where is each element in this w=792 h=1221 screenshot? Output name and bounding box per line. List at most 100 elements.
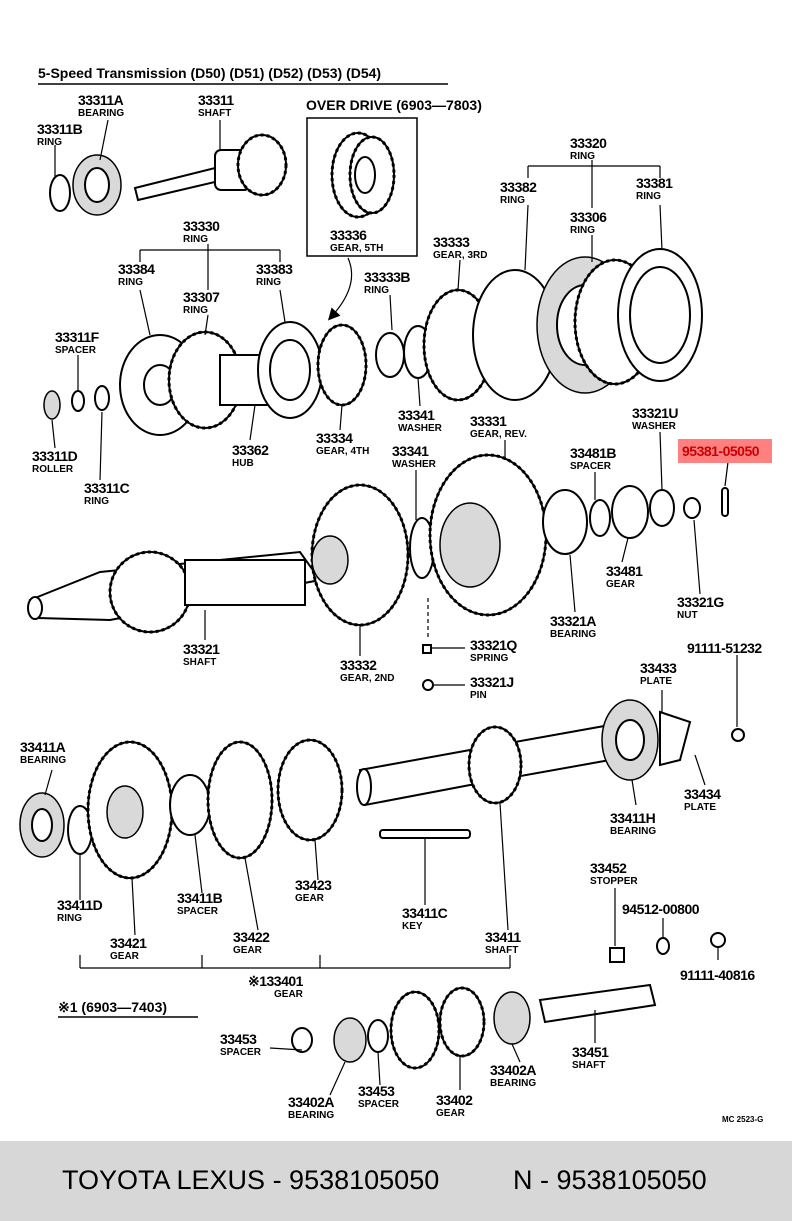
part-name: GEAR, REV. <box>470 429 527 440</box>
part-name: GEAR <box>606 579 636 590</box>
part-name: RING <box>570 225 595 236</box>
part-number: 33321 <box>183 641 220 657</box>
part-name: WASHER <box>632 421 677 432</box>
part-number: 33332 <box>340 657 377 673</box>
part-name: BEARING <box>288 1110 334 1121</box>
part-number: 33336 <box>330 227 367 243</box>
footer-bar: TOYOTA LEXUS - 9538105050 N - 9538105050 <box>0 1141 792 1221</box>
part-name: KEY <box>402 921 423 932</box>
part-number: 33321J <box>470 674 514 690</box>
part-name: GEAR <box>233 945 263 956</box>
part-number: 33481 <box>606 563 643 579</box>
part-name: SPACER <box>177 906 219 917</box>
part-name: RING <box>57 913 82 924</box>
part-name: STOPPER <box>590 876 638 887</box>
footnote: ※1 (6903—7403) <box>58 999 167 1015</box>
part-number: 33321A <box>550 613 596 629</box>
part-number: 33341 <box>398 407 435 423</box>
parts-diagram: 5-Speed Transmission (D50) (D51) (D52) (… <box>19 65 772 1124</box>
part-number: 33481B <box>570 445 616 461</box>
part-number: 33331 <box>470 413 507 429</box>
part-number: 33311B <box>37 121 83 137</box>
part-name: GEAR, 5TH <box>330 243 383 254</box>
part-number: 33333B <box>364 269 410 285</box>
part-name: RING <box>636 191 661 202</box>
part-number: 33411B <box>177 890 223 906</box>
part-number: 33411C <box>402 905 448 921</box>
part-name: SHAFT <box>572 1060 605 1071</box>
part-number: 33311F <box>55 329 100 345</box>
part-number: 33402A <box>288 1094 334 1110</box>
part-name: GEAR <box>436 1108 466 1119</box>
part-number: 33311D <box>32 448 78 464</box>
part-name: RING <box>500 195 525 206</box>
highlighted-part-number: 95381-05050 <box>682 443 760 459</box>
footer-brand-text: TOYOTA LEXUS - 9538105050 <box>62 1165 440 1195</box>
part-number: 33306 <box>570 209 607 225</box>
part-name: PIN <box>470 690 487 701</box>
part-number: 33321Q <box>470 637 517 653</box>
part-number: 33402 <box>436 1092 473 1108</box>
part-name: GEAR <box>274 989 304 1000</box>
output-shaft-drawing <box>27 453 729 691</box>
part-name: SPACER <box>220 1047 262 1058</box>
overdrive-gear-drawing <box>330 131 396 219</box>
reverse-idler-drawing <box>291 983 657 1070</box>
part-number: 33311 <box>198 92 234 108</box>
part-number: 33381 <box>636 175 673 191</box>
part-number: 33311C <box>84 480 130 496</box>
part-number: 33330 <box>183 218 220 234</box>
part-number: 33422 <box>233 929 270 945</box>
part-number: 33411 <box>485 929 521 945</box>
part-name: GEAR, 2ND <box>340 673 394 684</box>
part-name: SHAFT <box>183 657 216 668</box>
part-name: SPACER <box>570 461 612 472</box>
part-number: 91111-40816 <box>680 967 755 983</box>
part-name: SHAFT <box>485 945 518 956</box>
part-number: 33321G <box>677 594 724 610</box>
overdrive-box <box>306 117 418 257</box>
part-number: 33320 <box>570 135 607 151</box>
part-number: 33402A <box>490 1062 536 1078</box>
part-name: PLATE <box>640 676 672 687</box>
part-number: 33383 <box>256 261 293 277</box>
part-name: RING <box>183 305 208 316</box>
part-name: GEAR, 3RD <box>433 250 487 261</box>
diagram-title: 5-Speed Transmission (D50) (D51) (D52) (… <box>38 65 381 81</box>
part-name: HUB <box>232 458 254 469</box>
part-name: ROLLER <box>32 464 74 475</box>
part-number: 94512-00800 <box>622 901 700 917</box>
part-name: NUT <box>677 610 698 621</box>
part-name: SPACER <box>55 345 97 356</box>
part-number: 33307 <box>183 289 220 305</box>
part-name: SPACER <box>358 1099 400 1110</box>
part-name: BEARING <box>550 629 596 640</box>
part-name: WASHER <box>398 423 443 434</box>
input-shaft-drawing <box>49 133 288 216</box>
corner-code: MC 2523-G <box>722 1115 763 1124</box>
part-number: 33321U <box>632 405 678 421</box>
part-number: ※133401 <box>248 973 304 989</box>
part-number: 33434 <box>684 786 721 802</box>
part-labels: 33311A BEARING 33311 SHAFT 33311B RING 3… <box>20 92 763 1121</box>
part-name: BEARING <box>610 826 656 837</box>
part-number: 33411D <box>57 897 103 913</box>
part-name: BEARING <box>20 755 66 766</box>
part-name: RING <box>84 496 109 507</box>
part-name: RING <box>364 285 389 296</box>
part-number: 33382 <box>500 179 537 195</box>
part-number: 33421 <box>110 935 147 951</box>
part-name: GEAR, 4TH <box>316 446 369 457</box>
overdrive-title: OVER DRIVE (6903—7803) <box>306 97 482 113</box>
part-number: 33311A <box>78 92 124 108</box>
highlight-box <box>678 439 772 463</box>
part-number: 33334 <box>316 430 353 446</box>
part-name: RING <box>183 234 208 245</box>
part-name: RING <box>118 277 143 288</box>
part-number: 33341 <box>392 443 429 459</box>
leader-lines <box>44 119 738 1096</box>
part-number: 33453 <box>358 1083 395 1099</box>
part-number: 33362 <box>232 442 269 458</box>
part-number: 33333 <box>433 234 470 250</box>
part-name: BEARING <box>78 108 124 119</box>
